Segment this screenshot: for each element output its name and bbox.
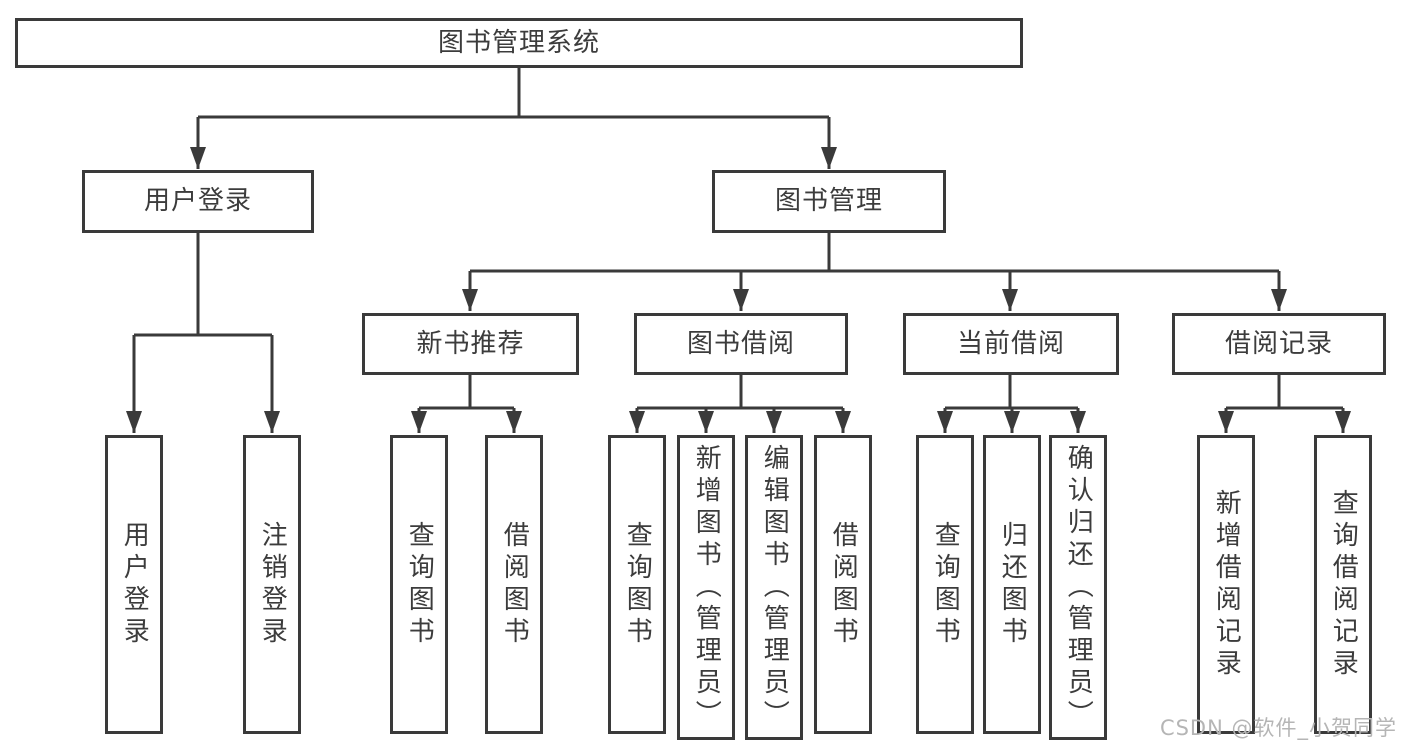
leaf-borrow-add-admin: 新增图书（管理员） (677, 435, 735, 740)
leaf-newbook-query: 查询图书 (390, 435, 448, 734)
leaf-records-query: 查询借阅记录 (1314, 435, 1372, 734)
leaf-records-add: 新增借阅记录 (1197, 435, 1255, 734)
leaf-current-return: 归还图书 (983, 435, 1041, 734)
node-borrow-records: 借阅记录 (1172, 313, 1386, 375)
leaf-logout: 注销登录 (243, 435, 301, 734)
watermark: CSDN @软件_小贺同学 (1159, 716, 1397, 740)
node-book-management: 图书管理 (712, 170, 946, 233)
node-book-borrow: 图书借阅 (634, 313, 848, 375)
connector-bus-lines (134, 68, 1343, 410)
node-current-borrow: 当前借阅 (903, 313, 1119, 375)
leaf-user-login: 用户登录 (105, 435, 163, 734)
leaf-current-confirm-admin: 确认归还（管理员） (1049, 435, 1107, 740)
leaf-borrow-borrow: 借阅图书 (814, 435, 872, 734)
node-root-system: 图书管理系统 (15, 18, 1023, 68)
node-user-login: 用户登录 (82, 170, 314, 233)
node-new-book-recommend: 新书推荐 (362, 313, 579, 375)
leaf-borrow-query: 查询图书 (608, 435, 666, 734)
leaf-borrow-edit-admin: 编辑图书（管理员） (745, 435, 803, 740)
leaf-newbook-borrow: 借阅图书 (485, 435, 543, 734)
leaf-current-query: 查询图书 (916, 435, 974, 734)
